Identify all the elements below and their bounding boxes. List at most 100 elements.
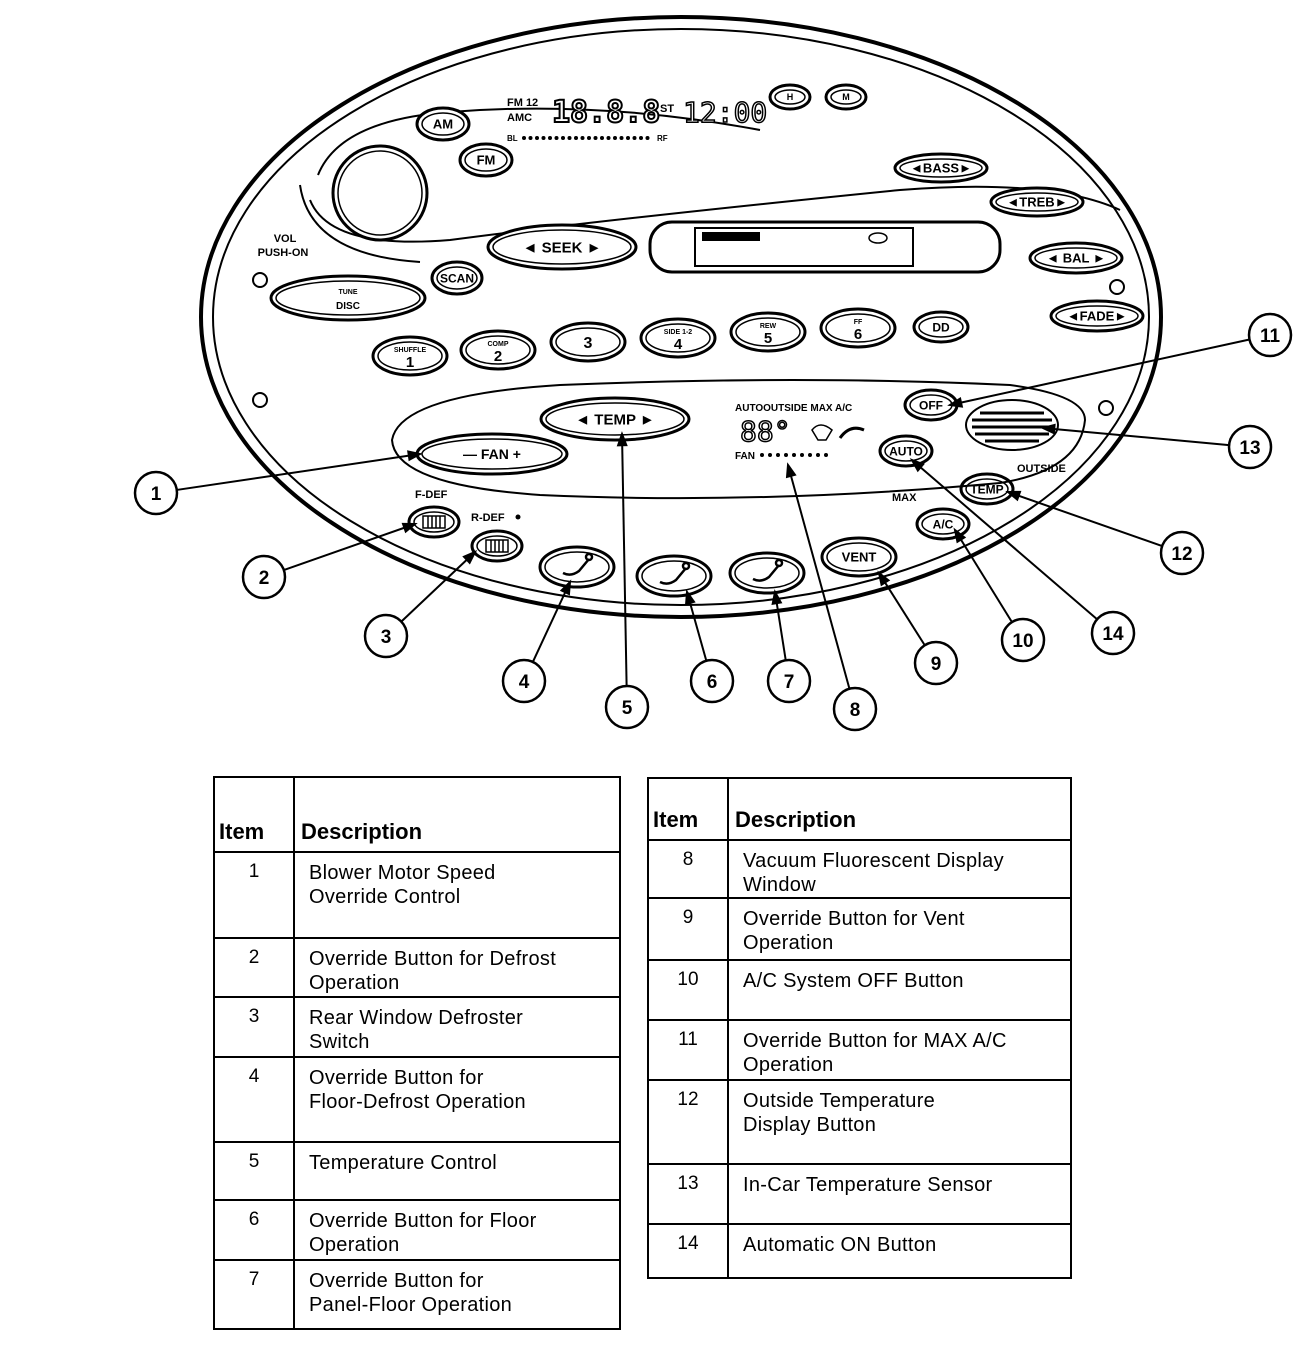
floor-defrost-button[interactable] <box>538 545 616 589</box>
leader-arrow <box>401 522 418 534</box>
leader-arrow <box>684 589 696 606</box>
control-panel-diagram: VOL PUSH-ON FM 12 AMC 18.8.8 ST 12:00 BL… <box>133 15 1293 732</box>
scan-button[interactable]: SCAN <box>430 260 484 296</box>
m-button-label: M <box>842 92 850 102</box>
floor-button[interactable] <box>635 554 713 598</box>
leader-line <box>911 459 1098 621</box>
leader-line <box>176 453 421 491</box>
screw-hole <box>1109 279 1125 295</box>
fm-button-label: FM <box>477 153 496 168</box>
treble-button[interactable]: ◄TREB► <box>989 186 1085 218</box>
legend-item-number: 12 <box>648 1080 729 1165</box>
callout-number: 9 <box>931 654 942 675</box>
legend-item-number: 14 <box>648 1224 729 1278</box>
auto-button[interactable]: AUTO <box>878 434 934 468</box>
callout-10: 10 <box>1000 617 1046 663</box>
callout-5: 5 <box>604 684 650 730</box>
legend-description: In-Car Temperature Sensor <box>728 1164 1071 1225</box>
callout-3: 3 <box>363 613 409 659</box>
front-defrost-button[interactable] <box>407 505 461 539</box>
vol-label: VOL <box>274 233 297 245</box>
temp-control-button[interactable]: ◄ TEMP ► <box>539 396 691 442</box>
leader-line <box>949 338 1250 406</box>
legend-description: Automatic ON Button <box>743 1234 937 1256</box>
outside-temp-button[interactable]: TEMP <box>959 472 1015 506</box>
legend-item-number: 1 <box>214 851 295 940</box>
windshield-defrost-icon <box>422 515 446 529</box>
fade-button-label: ◄FADE► <box>1067 309 1127 324</box>
balance-button-label: ◄ BAL ► <box>1046 251 1105 266</box>
leader-line <box>878 572 926 646</box>
floor-airflow-icon <box>659 561 691 585</box>
bass-button[interactable]: ◄BASS► <box>893 152 989 184</box>
leader-line <box>400 551 476 623</box>
callout-13: 13 <box>1227 424 1273 470</box>
callout-12: 12 <box>1159 530 1205 576</box>
clock-display: 12:00 <box>683 96 767 129</box>
h-button[interactable]: H <box>768 83 812 111</box>
callout-number: 4 <box>519 672 530 693</box>
seek-button[interactable]: ◄ SEEK ► <box>486 223 638 271</box>
panel-floor-button[interactable] <box>728 551 806 595</box>
dolby-button-label: DD <box>932 320 950 334</box>
balance-button[interactable]: ◄ BAL ► <box>1028 241 1124 275</box>
description-header: Description <box>294 777 620 853</box>
preset-5-button-main-label: 5 <box>764 330 772 347</box>
legend-item-number: 3 <box>214 996 295 1059</box>
volume-knob[interactable] <box>331 144 429 242</box>
preset-6-button-main-label: 6 <box>854 326 862 343</box>
climate-display-labels: AUTOOUTSIDE MAX A/C <box>735 403 852 414</box>
climate-temp-digits: 88° <box>740 415 791 448</box>
leader-arrow <box>947 396 964 408</box>
callout-2: 2 <box>241 554 287 600</box>
callout-number: 8 <box>850 700 861 721</box>
legend-item-number: 11 <box>648 1020 729 1081</box>
vent-button[interactable]: VENT <box>820 536 898 578</box>
temp-control-button-label: ◄ TEMP ► <box>575 411 654 428</box>
fade-button[interactable]: ◄FADE► <box>1049 299 1145 333</box>
callout-number: 10 <box>1012 631 1033 652</box>
preset-6-button[interactable]: FF6 <box>819 307 897 349</box>
preset-2-button-top-label: COMP <box>488 341 509 348</box>
callout-1: 1 <box>133 470 179 516</box>
rear-defrost-button[interactable] <box>470 529 524 563</box>
preset-4-button[interactable]: SIDE 1-24 <box>639 317 717 359</box>
defrost-indicator-icon <box>811 424 833 441</box>
panel-floor-airflow-icon <box>752 558 784 582</box>
dolby-button[interactable]: DD <box>912 310 970 344</box>
callout-number: 2 <box>259 568 270 589</box>
m-button[interactable]: M <box>824 83 868 111</box>
rdef-label: R-DEF <box>471 512 505 524</box>
am-button[interactable]: AM <box>415 106 471 142</box>
legend-row: 14 Automatic ON Button <box>648 1224 1071 1278</box>
callout-number: 11 <box>1260 326 1281 347</box>
am-button-label: AM <box>433 117 453 132</box>
fan-button[interactable]: — FAN + <box>415 432 569 476</box>
max-label: MAX <box>892 492 917 504</box>
frequency-digits: 18.8.8 <box>552 95 660 130</box>
leader-line <box>954 529 1013 623</box>
callout-8: 8 <box>832 686 878 732</box>
fm-button[interactable]: FM <box>458 142 514 178</box>
callout-7: 7 <box>766 658 812 704</box>
preset-3-button[interactable]: 3 <box>549 321 627 363</box>
leader-arrow <box>909 458 925 473</box>
h-button-label: H <box>787 92 794 102</box>
tune-disc-button-main-label: DISC <box>336 301 360 312</box>
